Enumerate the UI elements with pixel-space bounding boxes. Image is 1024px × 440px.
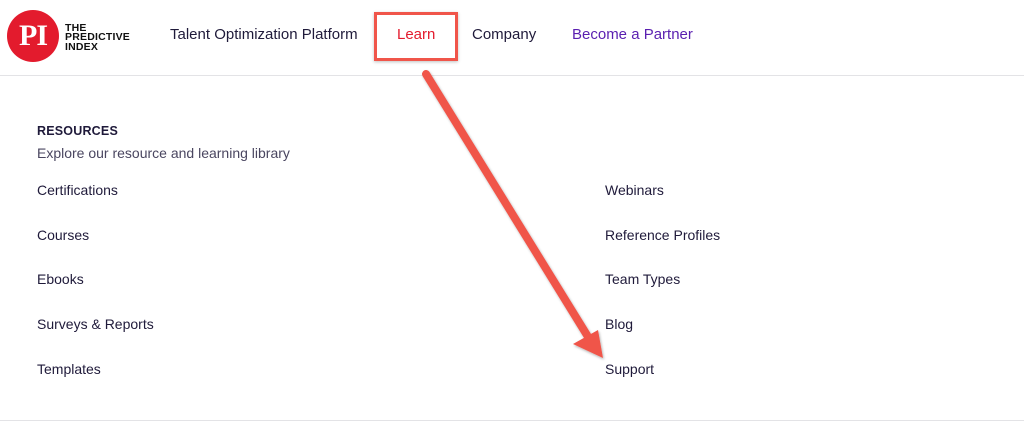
nav-become-a-partner[interactable]: Become a Partner (572, 26, 693, 43)
link-webinars[interactable]: Webinars (605, 182, 664, 198)
logo-word-the: THE (65, 21, 87, 34)
learn-highlight-box (374, 12, 458, 61)
menu-bottom-divider (0, 420, 1024, 421)
link-blog[interactable]: Blog (605, 316, 634, 332)
link-surveys-reports[interactable]: Surveys & Reports (37, 316, 154, 332)
resources-heading: RESOURCES (37, 124, 118, 138)
nav-learn[interactable]: Learn (397, 26, 436, 43)
link-reference-profiles[interactable]: Reference Profiles (605, 227, 721, 243)
predictive-index-logo[interactable]: PI THE PREDICTIVE INDEX (7, 10, 147, 62)
link-courses[interactable]: Courses (37, 227, 90, 243)
logo-wordmark: THE PREDICTIVE INDEX (65, 21, 131, 53)
logo-word-predictive: PREDICTIVE (65, 31, 131, 44)
link-support[interactable]: Support (605, 361, 655, 377)
site-header: PI THE PREDICTIVE INDEX Talent Optimizat… (0, 0, 1024, 76)
resources-subtitle: Explore our resource and learning librar… (37, 145, 290, 161)
link-team-types[interactable]: Team Types (605, 271, 681, 287)
link-ebooks[interactable]: Ebooks (37, 271, 84, 287)
nav-company[interactable]: Company (472, 26, 537, 43)
pi-logo-mark: PI (7, 10, 59, 62)
nav-talent-optimization-platform[interactable]: Talent Optimization Platform (170, 26, 358, 43)
link-certifications[interactable]: Certifications (37, 182, 118, 198)
logo-word-index: INDEX (65, 40, 99, 53)
link-templates[interactable]: Templates (37, 361, 101, 377)
